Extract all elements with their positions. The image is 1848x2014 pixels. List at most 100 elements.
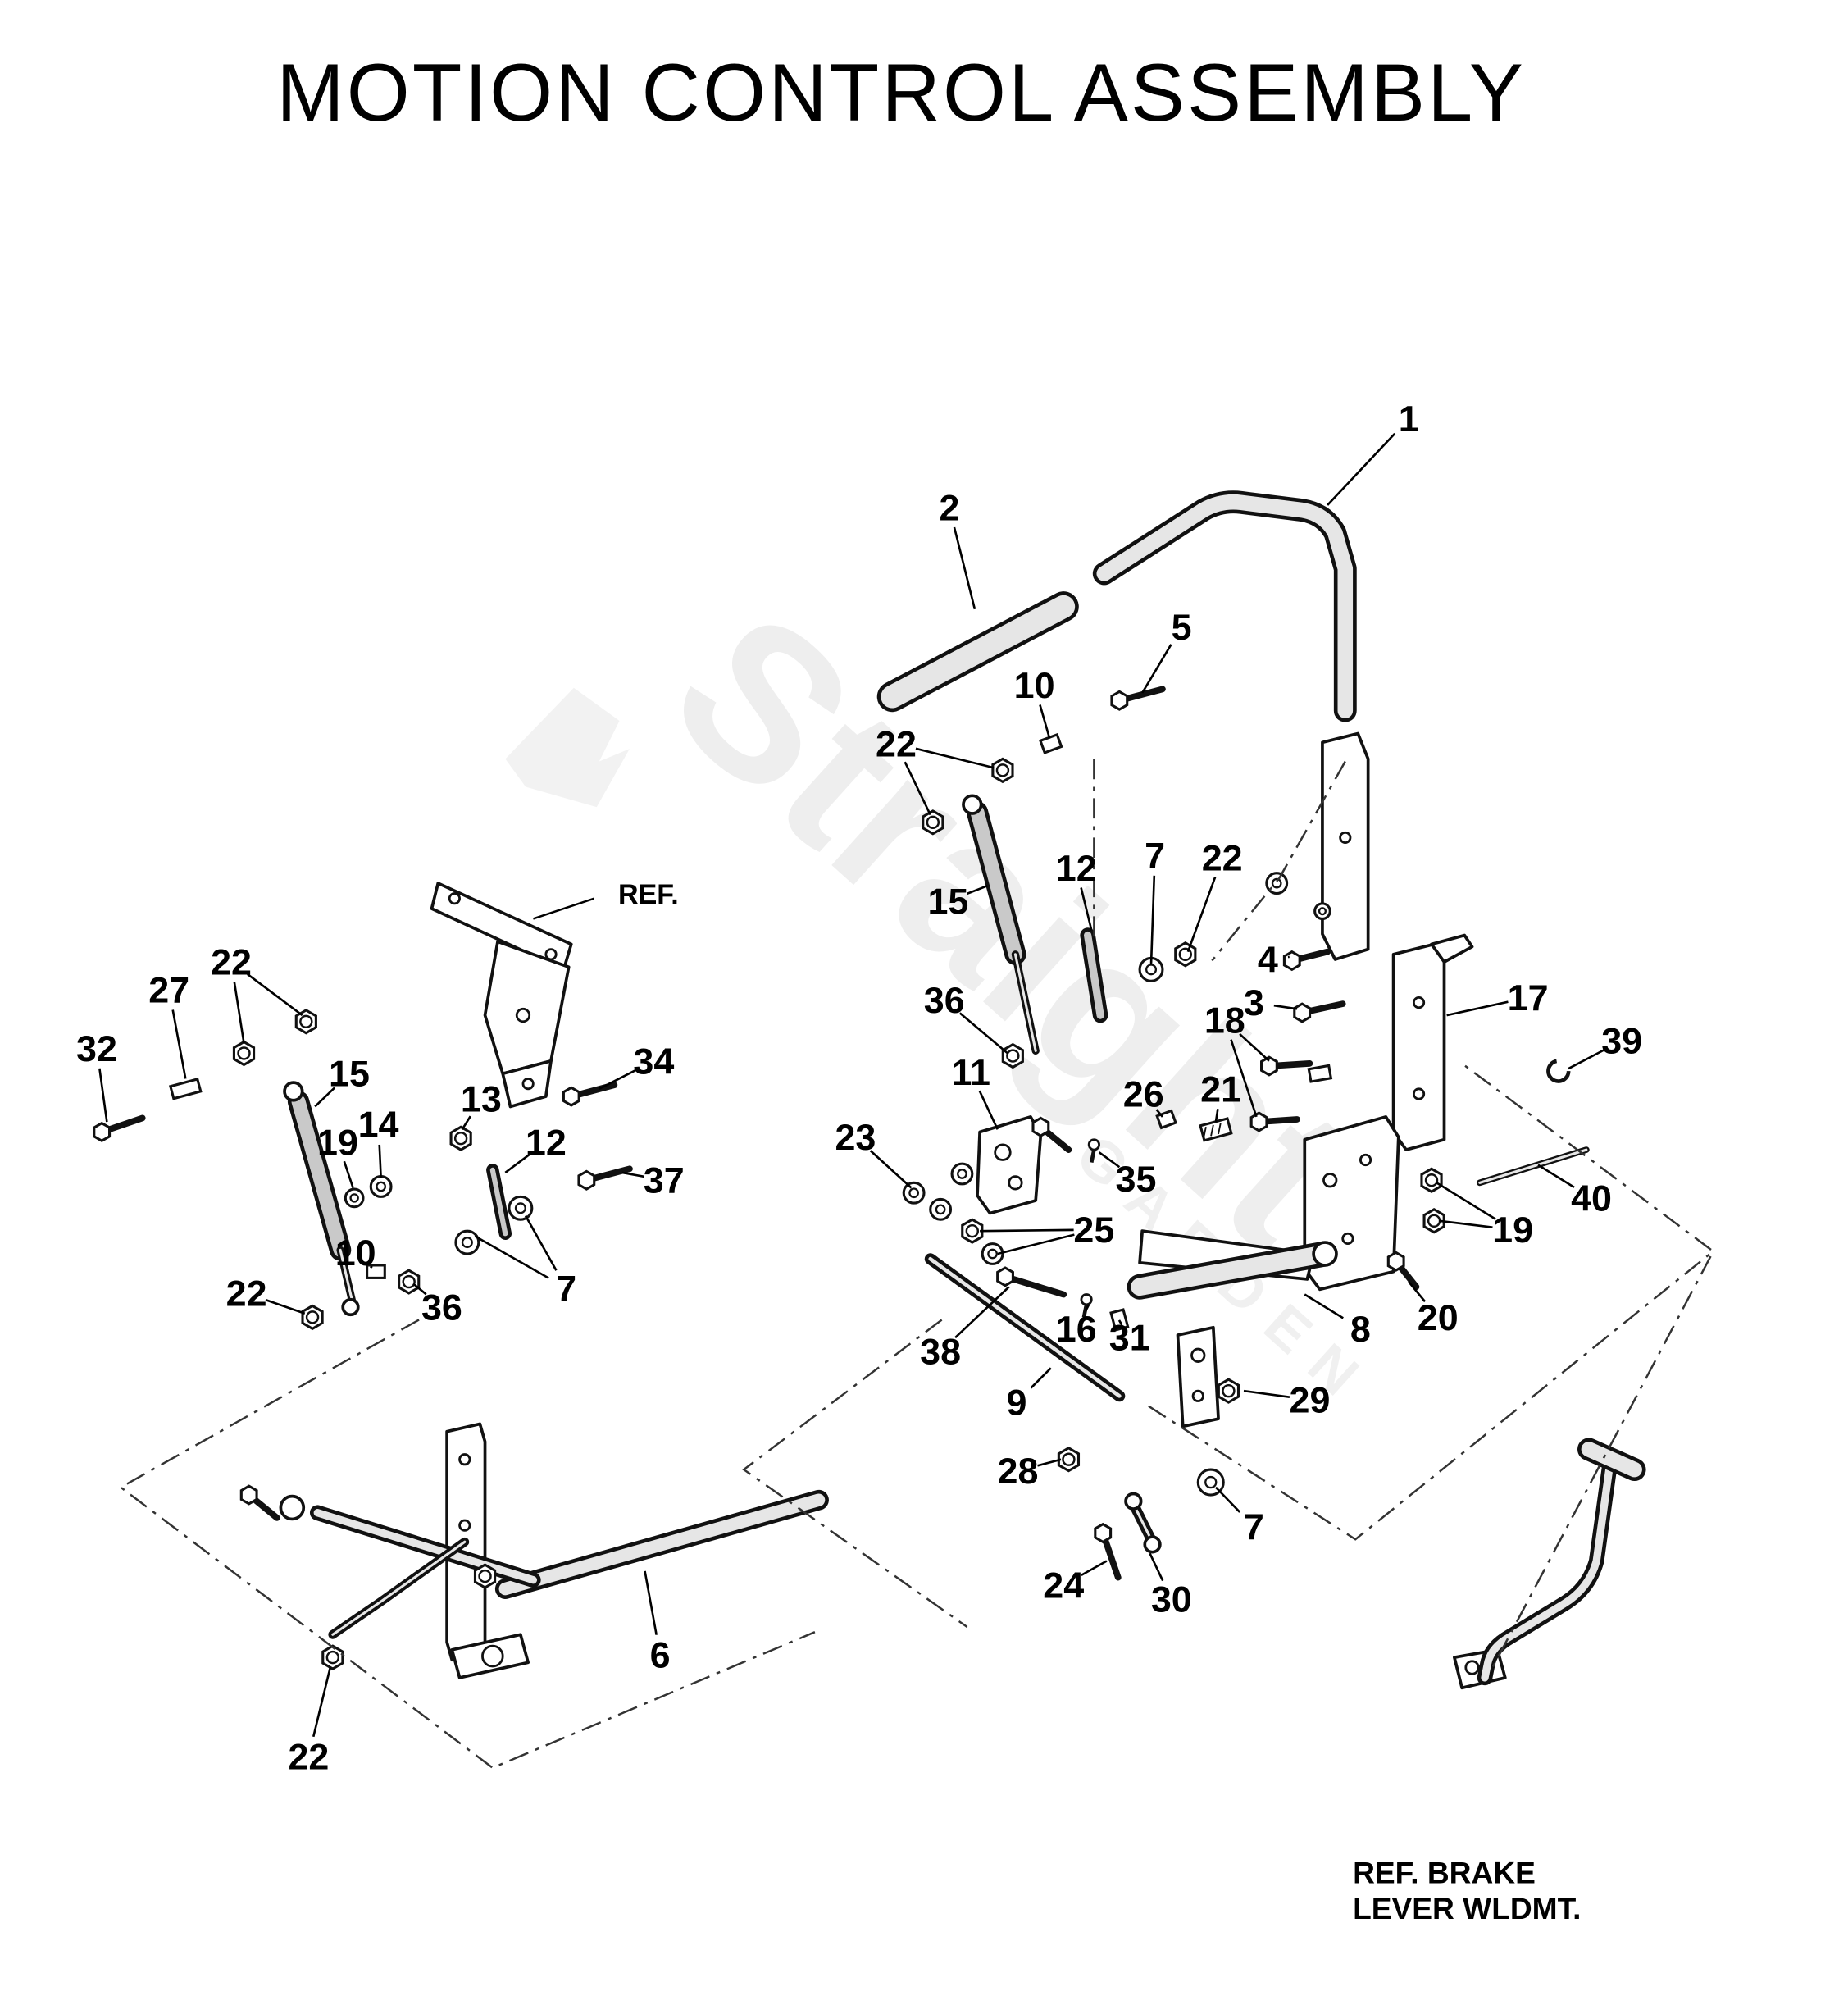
hex-nut-bore bbox=[1222, 1383, 1236, 1398]
washer-bore bbox=[514, 1202, 526, 1214]
pivot-eyelet bbox=[1143, 1535, 1162, 1554]
leader-line bbox=[1439, 1219, 1493, 1228]
leader-line bbox=[1408, 1281, 1427, 1303]
bolt-head bbox=[1282, 950, 1301, 972]
spacer bbox=[168, 1078, 203, 1100]
leader-line bbox=[1037, 1458, 1062, 1467]
leader-line bbox=[314, 1087, 336, 1108]
lower-brace-fill bbox=[331, 1540, 467, 1636]
hex-nut-bore bbox=[453, 1131, 468, 1146]
leader-line bbox=[233, 982, 245, 1044]
callout-12: 12 bbox=[526, 1121, 567, 1163]
brake-note-group: REF. BRAKE LEVER WLDMT. bbox=[1353, 1856, 1581, 1925]
callout-36: 36 bbox=[421, 1287, 462, 1328]
hex-nut-bore bbox=[1006, 1049, 1020, 1063]
block-21 bbox=[1199, 1117, 1233, 1142]
washer-bore bbox=[376, 1181, 386, 1192]
ref-note-group: REF. bbox=[532, 879, 679, 920]
leader-line bbox=[954, 1286, 1010, 1339]
callout-11: 11 bbox=[952, 1051, 990, 1093]
callout-10: 10 bbox=[1014, 664, 1055, 706]
leader-line bbox=[953, 526, 976, 610]
callout-9: 9 bbox=[1006, 1382, 1026, 1424]
leader-line bbox=[265, 1298, 306, 1315]
brake-lever-arm-fill bbox=[1481, 1465, 1614, 1682]
bolt-head bbox=[93, 1121, 112, 1143]
hex-nut-bore bbox=[965, 1223, 980, 1238]
link-30-fill bbox=[1131, 1502, 1154, 1543]
leader-line bbox=[1273, 1004, 1298, 1010]
washer-bore bbox=[908, 1187, 919, 1199]
center-bracket-hole bbox=[1341, 1232, 1354, 1246]
callout-15: 15 bbox=[329, 1053, 370, 1095]
leader-line bbox=[621, 1171, 644, 1178]
lower-mast-plate-hole bbox=[458, 1519, 471, 1532]
lower-arm-fill bbox=[313, 1509, 537, 1584]
block-21-hatch bbox=[1203, 1126, 1207, 1138]
hex-nut-bore bbox=[995, 763, 1010, 777]
callout-16: 16 bbox=[1056, 1308, 1097, 1350]
plate-17-hole bbox=[1412, 996, 1426, 1009]
callout-23: 23 bbox=[835, 1116, 876, 1158]
callout-7: 7 bbox=[1244, 1506, 1264, 1547]
hex-nut-bore bbox=[402, 1274, 416, 1289]
diagram-title: MOTION CONTROL ASSEMBLY bbox=[276, 47, 1526, 138]
callout-22: 22 bbox=[211, 941, 252, 983]
callout-2: 2 bbox=[939, 487, 959, 529]
bracket-11 bbox=[976, 1115, 1043, 1215]
leader-line bbox=[378, 1144, 382, 1178]
bracket-31 bbox=[1176, 1325, 1220, 1428]
callout-12: 12 bbox=[1056, 847, 1097, 889]
callout-25: 25 bbox=[1073, 1209, 1114, 1251]
callout-22: 22 bbox=[288, 1735, 329, 1777]
hex-nut-bore bbox=[478, 1569, 492, 1583]
hex-nut-bore bbox=[1424, 1173, 1439, 1187]
bracket-11-hole bbox=[1008, 1175, 1023, 1191]
ref-bracket-tab-hole bbox=[521, 1078, 535, 1091]
hex-nut-bore bbox=[325, 1650, 340, 1665]
handle-grip-fill bbox=[881, 595, 1076, 709]
brake-pedal-pad-fill bbox=[1581, 1442, 1642, 1478]
leader-line bbox=[1149, 875, 1156, 965]
callout-22: 22 bbox=[226, 1272, 267, 1314]
gas-spring-right-body-fill bbox=[970, 804, 1022, 962]
callout-7: 7 bbox=[1145, 835, 1165, 877]
callout-20: 20 bbox=[1418, 1296, 1459, 1338]
leader-line bbox=[1214, 1109, 1219, 1123]
leader-line bbox=[524, 1214, 558, 1271]
callout-29: 29 bbox=[1290, 1378, 1331, 1420]
leader-line bbox=[1155, 1109, 1163, 1118]
ref-bracket-body-hole bbox=[515, 1007, 531, 1023]
leader-line bbox=[1327, 432, 1396, 506]
leader-line bbox=[997, 1233, 1075, 1255]
leader-line bbox=[1230, 1039, 1258, 1118]
callout-8: 8 bbox=[1350, 1308, 1371, 1350]
callout-1: 1 bbox=[1399, 398, 1419, 440]
bolt-head bbox=[1094, 1522, 1113, 1544]
callout-7: 7 bbox=[556, 1267, 576, 1309]
dash-dot-line bbox=[119, 1319, 816, 1770]
lever-mount-plate bbox=[1321, 731, 1370, 961]
hex-nut-bore bbox=[305, 1310, 320, 1324]
screw-shaft bbox=[1081, 1304, 1089, 1318]
exploded-view-art bbox=[93, 490, 1646, 1690]
washer-bore bbox=[1318, 907, 1327, 916]
pivot-eyelet bbox=[962, 794, 983, 815]
bolt-head bbox=[1110, 690, 1129, 711]
leader-line bbox=[1030, 1367, 1052, 1389]
washer-bore bbox=[987, 1248, 998, 1260]
leader-line bbox=[413, 1283, 427, 1296]
leader-line bbox=[1304, 1293, 1344, 1319]
watermark-logo bbox=[505, 687, 630, 808]
callout-36: 36 bbox=[924, 979, 965, 1021]
ref-bracket-body bbox=[483, 940, 571, 1076]
leader-line bbox=[1081, 1560, 1108, 1576]
leader-line bbox=[1149, 1552, 1164, 1582]
washer-bore bbox=[349, 1193, 359, 1203]
control-lever-tube bbox=[1092, 490, 1357, 722]
gas-spring-right-rod-fill bbox=[1013, 953, 1037, 1052]
callout-17: 17 bbox=[1508, 977, 1549, 1018]
washer-bore bbox=[1204, 1475, 1218, 1489]
